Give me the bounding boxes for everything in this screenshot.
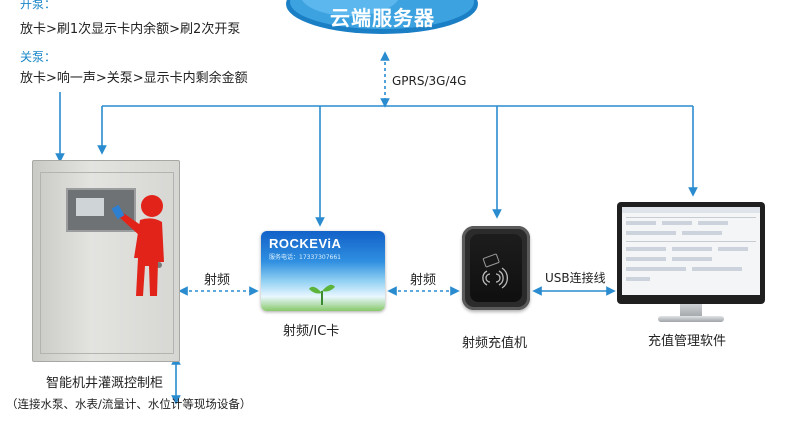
- contactless-icon: [482, 253, 508, 289]
- rf-label-2: 射频: [410, 273, 437, 288]
- reader-face: [470, 234, 522, 302]
- rf-label-1: 射频: [204, 273, 231, 288]
- monitor-base: [658, 316, 724, 322]
- person-icon: [112, 195, 164, 296]
- card-phone: 服务电话：17337307661: [269, 254, 341, 261]
- reader-caption: 射频充值机: [462, 336, 528, 351]
- pump-close-steps: 放卡>响一声>关泵>显示卡内剩余金额: [20, 71, 248, 86]
- software-caption: 充值管理软件: [648, 334, 727, 349]
- monitor: [617, 202, 765, 304]
- card-caption: 射频/IC卡: [283, 324, 340, 339]
- meter-display: [76, 198, 104, 216]
- meter-window: [66, 188, 136, 232]
- pump-open-title: 开泵：: [20, 0, 57, 11]
- card-brand: ROCKEViA: [269, 236, 342, 251]
- software-window: [622, 207, 760, 281]
- cabinet-note: （连接水泵、水表/流量计、水位计等现场设备）: [6, 397, 252, 411]
- lock-icon: [156, 262, 162, 268]
- monitor-stand: [680, 304, 702, 318]
- usb-label: USB连接线: [545, 271, 606, 285]
- sprout-icon: [309, 284, 335, 305]
- pump-open-steps: 放卡>刷1次显示卡内余额>刷2次开泵: [20, 22, 241, 37]
- cloud-shape: [286, 0, 478, 34]
- cloud-server-label: 云端服务器: [330, 6, 435, 30]
- pump-close-title: 关泵：: [20, 50, 57, 64]
- network-label: GPRS/3G/4G: [392, 74, 467, 88]
- software-screen: [622, 207, 760, 295]
- cabinet-caption: 智能机井灌溉控制柜: [46, 376, 164, 391]
- rf-ic-card: ROCKEViA 服务电话：17337307661: [261, 231, 385, 311]
- rf-recharge-reader: [462, 226, 530, 310]
- cabinet-door: [40, 172, 174, 354]
